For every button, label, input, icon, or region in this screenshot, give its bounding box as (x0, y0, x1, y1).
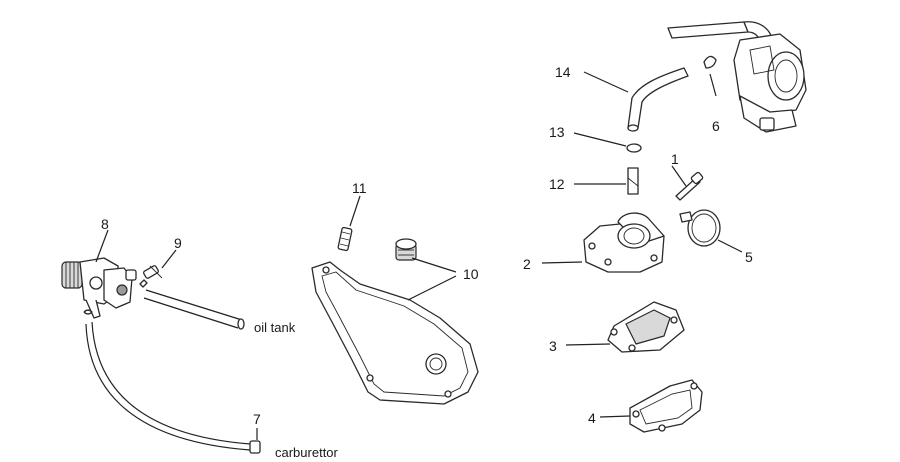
gasket (629, 379, 703, 433)
clamp-ring-5 (679, 209, 721, 247)
crankcase-cover (311, 261, 479, 405)
callout-4: 4 (588, 410, 596, 426)
callout-8: 8 (101, 216, 109, 232)
vent-hose (627, 67, 689, 132)
callout-5: 5 (745, 249, 753, 265)
carburettor (667, 21, 807, 133)
carburettor-annotation: carburettor (275, 445, 339, 460)
callout-11: 11 (352, 180, 367, 196)
callout-6: 6 (712, 118, 720, 134)
leader-lines (95, 71, 743, 440)
oil-tank-hose (143, 289, 245, 330)
text-annotations: oil tank carburettor (254, 320, 339, 460)
screw-1 (675, 171, 704, 201)
clip-6 (703, 55, 717, 69)
fitting-12 (627, 167, 639, 195)
hose-clamp-7 (249, 440, 261, 454)
oil-tank-annotation: oil tank (254, 320, 296, 335)
screw-11 (337, 226, 353, 252)
callout-2: 2 (523, 256, 531, 272)
intake-manifold (583, 212, 665, 273)
callout-1: 1 (671, 151, 679, 167)
callout-7: 7 (253, 411, 261, 427)
callout-12: 12 (549, 176, 565, 192)
callout-10: 10 (463, 266, 479, 282)
carburettor-hose (85, 321, 251, 451)
clamp-13 (626, 143, 642, 153)
callout-13: 13 (549, 124, 565, 140)
callout-3: 3 (549, 338, 557, 354)
filler-plug (395, 238, 417, 261)
bolt-9 (139, 265, 163, 288)
reed-valve (607, 301, 685, 353)
callout-14: 14 (555, 64, 571, 80)
callout-9: 9 (174, 235, 182, 251)
oil-pump (61, 257, 137, 319)
callout-labels: 1 2 3 4 5 6 7 8 9 10 11 12 13 14 (101, 64, 753, 427)
